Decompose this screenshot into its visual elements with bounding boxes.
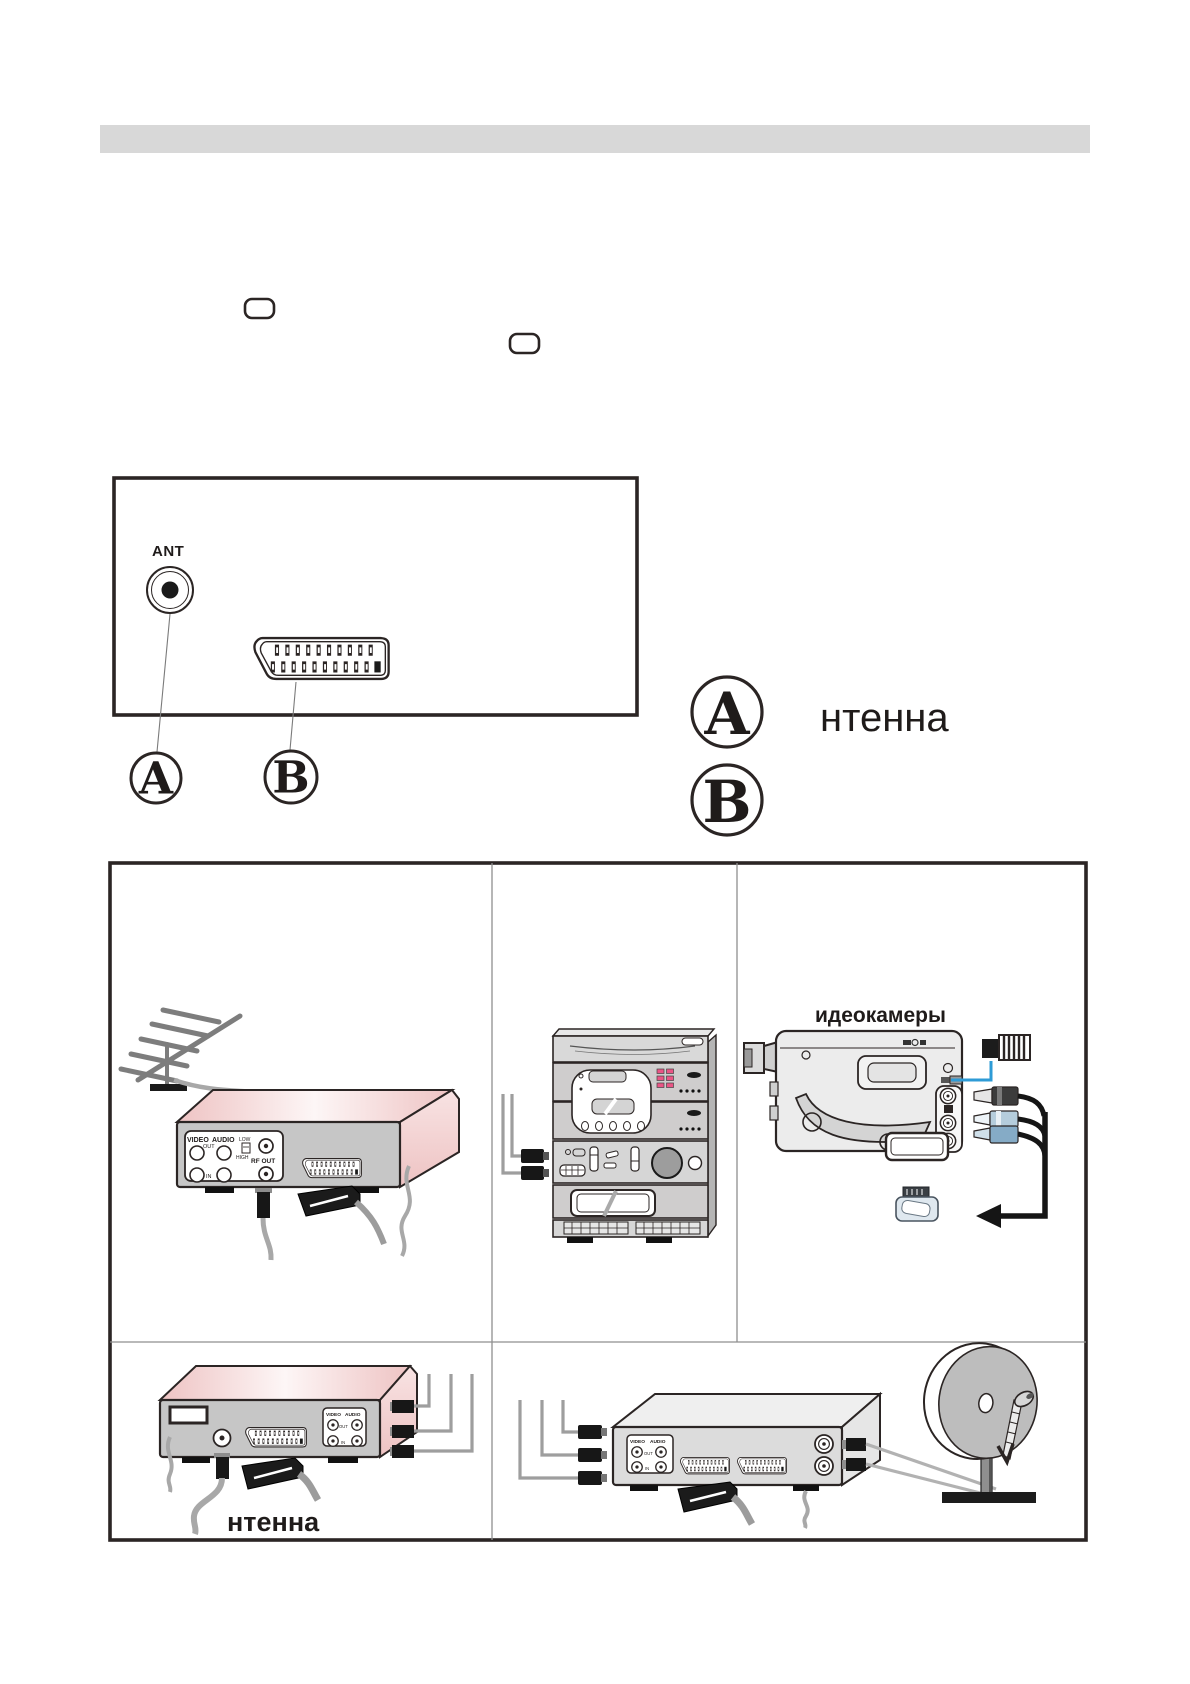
decoder-video-label: VIDEO (326, 1412, 341, 1418)
aerial-antenna-icon (118, 1007, 243, 1087)
equalizer-buttons (656, 1068, 674, 1088)
svg-text:A: A (138, 754, 174, 805)
sat-in-label: IN (645, 1466, 649, 1471)
cell-camcorder: идеокамеры (743, 1004, 1048, 1228)
ant-label: ANT (152, 543, 184, 560)
header-bar (100, 125, 1090, 153)
vcr-rfout-label: RF OUT (251, 1158, 275, 1165)
svg-text:A: A (703, 680, 750, 748)
cell-decoder: VIDEO AUDIO OUT IN нтенна (157, 1364, 474, 1537)
vcr-in-label: IN (206, 1174, 212, 1180)
callout-b: B (263, 749, 319, 805)
hand-strap (794, 1092, 932, 1143)
audio-plug-icon (521, 1149, 549, 1180)
cell-vcr-antenna: VIDEO AUDIO OUT IN LOW HIGH RF OUT (118, 1007, 460, 1261)
callout-a: A (129, 751, 183, 805)
remote-button-icon (508, 332, 541, 355)
rf-adapter-icon (982, 1034, 1031, 1061)
scart-socket-icon (246, 1428, 307, 1447)
cassette-icon (884, 1131, 950, 1162)
vcr-device: VIDEO AUDIO OUT IN LOW HIGH RF OUT (174, 1088, 460, 1193)
scart-socket-icon (303, 1159, 362, 1178)
svg-text:B: B (272, 753, 309, 804)
satellite-dish-icon (922, 1342, 1038, 1503)
decoder-antenna-label: нтенна (227, 1507, 320, 1537)
cell-satellite: VIDEO AUDIO OUT IN (518, 1342, 1038, 1529)
remote-button-icon (243, 297, 276, 320)
vcr-audio-label: AUDIO (212, 1137, 235, 1144)
scart-socket-icon (681, 1457, 730, 1473)
vcr-video-label: VIDEO (187, 1137, 209, 1144)
sat-out-label: OUT (644, 1451, 653, 1456)
cell-stereo (501, 1028, 717, 1243)
decoder-in-label: IN (341, 1440, 345, 1445)
legend-b: B (690, 763, 764, 837)
scart-socket-icon (738, 1457, 787, 1473)
scart-adapter-icon (895, 1186, 939, 1222)
sat-video-label: VIDEO (630, 1439, 645, 1445)
decoder-audio-label: AUDIO (345, 1412, 361, 1418)
volume-knob-icon (651, 1147, 683, 1179)
rca-plug-icon (390, 1400, 414, 1458)
scart-plug-icon (297, 1185, 361, 1217)
tv-back-panel: ANT A B (112, 476, 639, 805)
scart-socket-icon (254, 638, 388, 679)
diagram-grid (108, 861, 1088, 1542)
legend-a-text: нтенна (820, 696, 949, 740)
rca-plug-icon (842, 1438, 866, 1471)
rca-plug-icon (973, 1125, 1048, 1157)
vcr-out-label: OUT (203, 1144, 215, 1150)
scart-plug-icon (677, 1481, 738, 1513)
arrow-left-icon (976, 1204, 1001, 1228)
rca-plug-icon (578, 1425, 607, 1485)
svg-text:B: B (702, 768, 751, 836)
vcr-low-label: LOW (239, 1137, 251, 1143)
legend-a: A (690, 675, 764, 749)
blue-cable (951, 1061, 993, 1082)
camcorder-title: идеокамеры (815, 1004, 946, 1027)
decoder-out-label: OUT (339, 1424, 348, 1429)
vcr-high-label: HIGH (236, 1155, 249, 1161)
scart-plug-icon (241, 1457, 304, 1490)
legend: A нтенна B (690, 675, 949, 837)
sat-audio-label: AUDIO (650, 1439, 666, 1445)
antenna-connector-icon (146, 566, 194, 614)
